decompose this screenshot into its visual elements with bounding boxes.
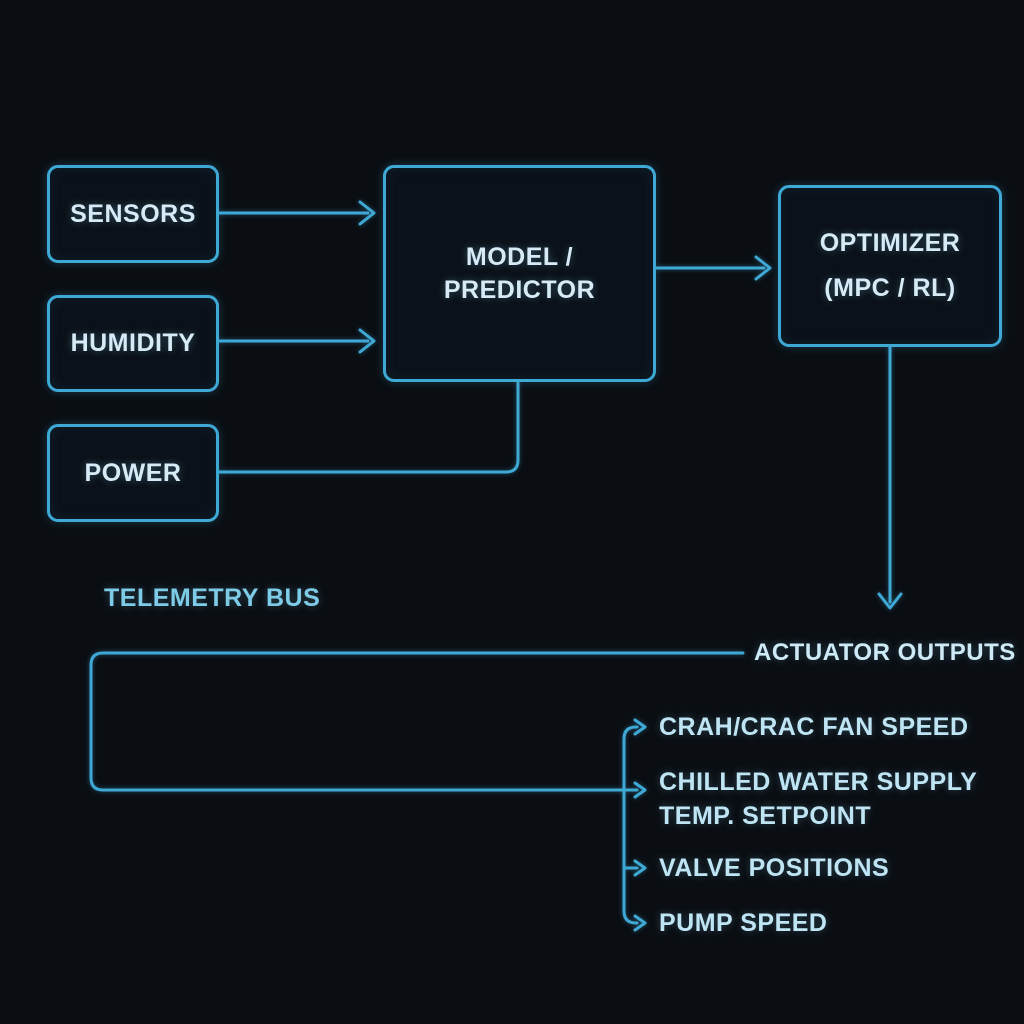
- arrow-model-to-optimizer: [654, 255, 772, 281]
- node-optimizer: OPTIMIZER (MPC / RL): [778, 185, 1002, 347]
- wire-telemetry-bus: [89, 651, 745, 792]
- output-item-chilled-water-supply-temp-setpoint: CHILLED WATER SUPPLY TEMP. SETPOINT: [659, 768, 978, 830]
- node-humidity: HUMIDITY: [47, 295, 219, 392]
- output-item-pump-speed: PUMP SPEED: [659, 909, 828, 937]
- wire-power-to-model: [217, 381, 520, 474]
- model-predictor-label: MODEL / PREDICTOR: [443, 242, 596, 304]
- node-sensors: SENSORS: [47, 165, 219, 263]
- power-label: POWER: [84, 458, 182, 487]
- arrow-optimizer-to-actuator-outputs: [877, 345, 903, 610]
- arrow-bus-to-chilled-water: [633, 781, 647, 799]
- node-power: POWER: [47, 424, 219, 522]
- arrow-branch-to-pump-speed: [633, 914, 647, 932]
- arrow-branch-to-crah-fan: [633, 718, 647, 736]
- wire-output-branch: [622, 725, 639, 925]
- optimizer-label: OPTIMIZER (MPC / RL): [819, 229, 961, 302]
- telemetry-bus-label: TELEMETRY BUS: [104, 584, 321, 612]
- node-model-predictor: MODEL / PREDICTOR: [383, 165, 656, 382]
- output-item-valve-positions: VALVE POSITIONS: [659, 854, 890, 882]
- actuator-outputs-label: ACTUATOR OUTPUTS: [754, 639, 1016, 666]
- arrow-sensors-to-model: [217, 200, 376, 226]
- arrow-humidity-to-model: [217, 328, 376, 354]
- arrow-branch-to-valve-positions: [622, 859, 647, 877]
- humidity-label: HUMIDITY: [70, 329, 196, 357]
- sensors-label: SENSORS: [70, 199, 196, 228]
- output-item-crah-crac-fan-speed: CRAH/CRAC FAN SPEED: [659, 713, 969, 741]
